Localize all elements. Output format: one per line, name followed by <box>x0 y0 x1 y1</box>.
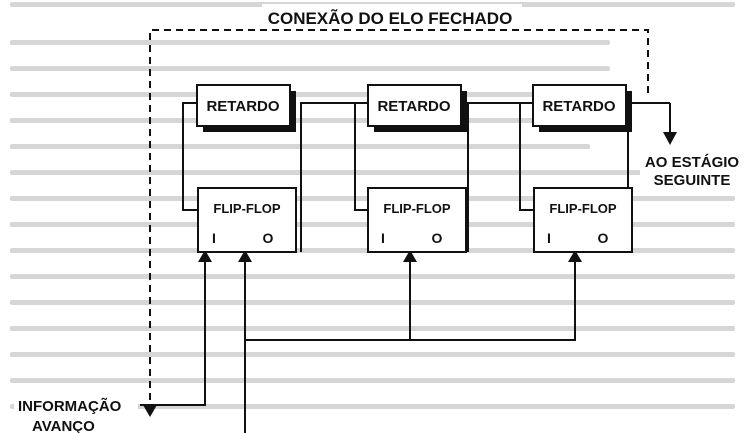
output-arrowhead <box>663 132 677 145</box>
delay-box-2: RETARDO <box>367 84 467 132</box>
output-label-backdrop <box>640 150 740 190</box>
flip-flop-3-output-pin: O <box>598 230 609 246</box>
flip-flop-2-label: FLIP-FLOP <box>383 201 450 216</box>
flip-flop-box-3: FLIP-FLOP I O <box>533 187 633 253</box>
delay-box-1-label: RETARDO <box>206 98 279 115</box>
output-label-line2: SEGUINTE <box>654 172 731 189</box>
flip-flop-box-2: FLIP-FLOP I O <box>367 187 467 253</box>
flip-flop-1-input-pin: I <box>212 230 216 246</box>
delay1-to-ff1-line <box>182 102 198 211</box>
flip-flop-1-label: FLIP-FLOP <box>213 201 280 216</box>
feedback-arrowhead <box>143 405 157 417</box>
delay3-to-ff3-line <box>519 102 534 211</box>
output-label-line1: AO ESTÁGIO <box>645 154 740 171</box>
delay2-to-ff2-line <box>354 102 368 211</box>
advance-arrowhead-2 <box>403 250 417 262</box>
flip-flop-3-input-pin: I <box>547 230 551 246</box>
flip-flop-1-output-pin: O <box>263 230 274 246</box>
flip-flop-box-1: FLIP-FLOP I O <box>197 187 297 253</box>
flip-flop-2-input-pin: I <box>381 230 385 246</box>
delay-box-1: RETARDO <box>196 84 296 132</box>
delay-box-3-label: RETARDO <box>542 98 615 115</box>
advance-label: AVANÇO <box>32 418 95 433</box>
advance-bus-line <box>244 252 576 433</box>
information-input-line <box>140 252 206 406</box>
flip-flop-2-output-pin: O <box>432 230 443 246</box>
diagram-title: CONEXÃO DO ELO FECHADO <box>268 8 513 28</box>
delay-box-3: RETARDO <box>532 84 632 132</box>
flip-flop-3-label: FLIP-FLOP <box>549 201 616 216</box>
advance-arrowhead-1 <box>238 250 252 262</box>
information-arrowhead <box>198 250 212 262</box>
information-label: INFORMAÇÃO <box>18 397 122 415</box>
title-backdrop <box>262 4 522 30</box>
delay-box-2-label: RETARDO <box>377 98 450 115</box>
closed-loop-feedback-line <box>149 29 649 415</box>
advance-label-backdrop <box>28 415 118 433</box>
input-label-backdrop <box>14 394 138 416</box>
advance-arrowhead-3 <box>568 250 582 262</box>
